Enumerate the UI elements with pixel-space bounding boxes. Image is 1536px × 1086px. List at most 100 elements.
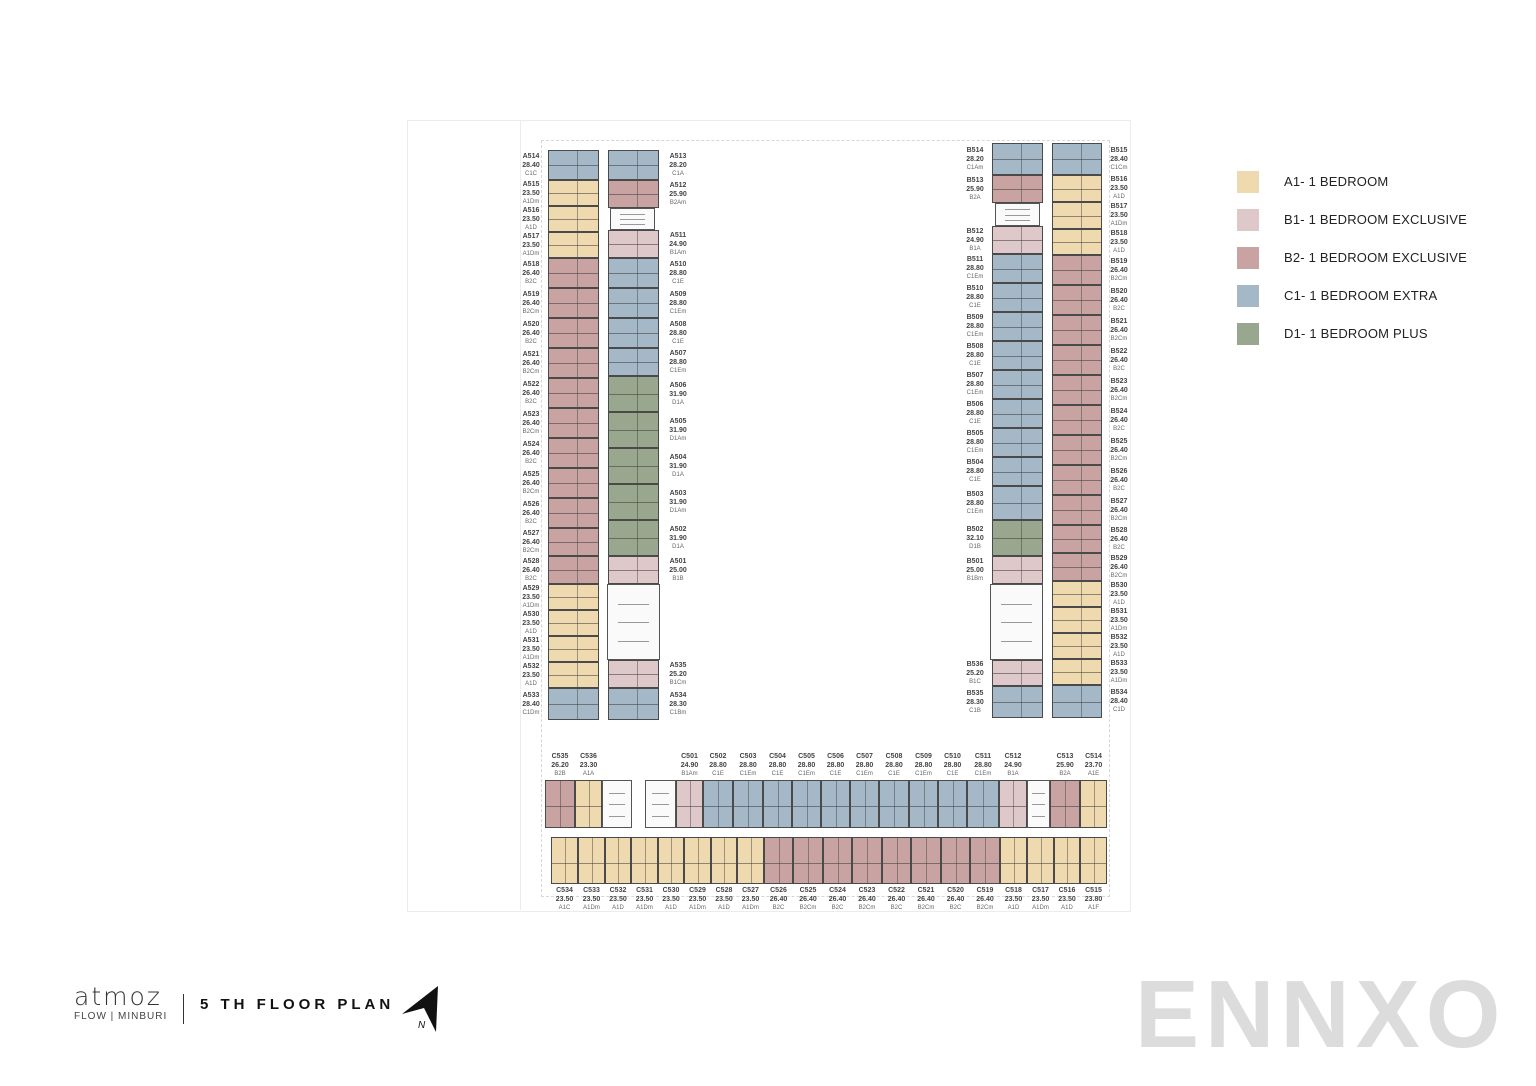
unit-b524[interactable] <box>1052 405 1102 435</box>
unit-c532[interactable] <box>605 837 631 884</box>
unit-b525[interactable] <box>1052 435 1102 465</box>
unit-c519[interactable] <box>970 837 1000 884</box>
unit-a526[interactable] <box>548 498 599 528</box>
unit-a513[interactable] <box>608 150 659 180</box>
unit-a523[interactable] <box>548 408 599 438</box>
unit-b509[interactable] <box>992 312 1043 341</box>
unit-b507[interactable] <box>992 370 1043 399</box>
unit-a503[interactable] <box>608 484 659 520</box>
unit-b518[interactable] <box>1052 229 1102 255</box>
unit-c502[interactable] <box>703 780 733 828</box>
unit-c535[interactable] <box>545 780 575 828</box>
unit-a533[interactable] <box>548 688 599 720</box>
unit-c515[interactable] <box>1080 837 1107 884</box>
unit-a524[interactable] <box>548 438 599 468</box>
unit-a522[interactable] <box>548 378 599 408</box>
unit-b532[interactable] <box>1052 633 1102 659</box>
unit-c514[interactable] <box>1080 780 1107 828</box>
unit-b533[interactable] <box>1052 659 1102 685</box>
unit-b534[interactable] <box>1052 685 1102 718</box>
unit-a528[interactable] <box>548 556 599 584</box>
unit-a509[interactable] <box>608 288 659 318</box>
unit-b511[interactable] <box>992 254 1043 283</box>
unit-b531[interactable] <box>1052 607 1102 633</box>
unit-b530[interactable] <box>1052 581 1102 607</box>
unit-a504[interactable] <box>608 448 659 484</box>
unit-c522[interactable] <box>882 837 911 884</box>
unit-a511[interactable] <box>608 230 659 258</box>
unit-c508[interactable] <box>879 780 909 828</box>
unit-c523[interactable] <box>852 837 882 884</box>
unit-c524[interactable] <box>823 837 852 884</box>
unit-c511[interactable] <box>967 780 999 828</box>
unit-b517[interactable] <box>1052 202 1102 229</box>
unit-c506[interactable] <box>821 780 850 828</box>
unit-b506[interactable] <box>992 399 1043 428</box>
unit-c505[interactable] <box>792 780 821 828</box>
unit-c525[interactable] <box>793 837 823 884</box>
unit-c530[interactable] <box>658 837 684 884</box>
unit-a512[interactable] <box>608 180 659 208</box>
unit-c503[interactable] <box>733 780 763 828</box>
unit-a514[interactable] <box>548 150 599 180</box>
unit-a518[interactable] <box>548 258 599 288</box>
unit-c534[interactable] <box>551 837 578 884</box>
unit-a519[interactable] <box>548 288 599 318</box>
unit-b513[interactable] <box>992 175 1043 203</box>
unit-b520[interactable] <box>1052 285 1102 315</box>
unit-c526[interactable] <box>764 837 793 884</box>
unit-a501[interactable] <box>608 556 659 584</box>
unit-b522[interactable] <box>1052 345 1102 375</box>
unit-c512[interactable] <box>999 780 1027 828</box>
unit-a508[interactable] <box>608 318 659 348</box>
unit-c517[interactable] <box>1027 837 1054 884</box>
unit-c536[interactable] <box>575 780 602 828</box>
unit-a530[interactable] <box>548 610 599 636</box>
unit-b515[interactable] <box>1052 143 1102 175</box>
unit-b502[interactable] <box>992 520 1043 556</box>
unit-b521[interactable] <box>1052 315 1102 345</box>
unit-c504[interactable] <box>763 780 792 828</box>
unit-c533[interactable] <box>578 837 605 884</box>
unit-c516[interactable] <box>1054 837 1080 884</box>
unit-b508[interactable] <box>992 341 1043 370</box>
unit-c510[interactable] <box>938 780 967 828</box>
unit-a517[interactable] <box>548 232 599 258</box>
unit-a534[interactable] <box>608 688 659 720</box>
unit-b514[interactable] <box>992 143 1043 175</box>
unit-a525[interactable] <box>548 468 599 498</box>
unit-c521[interactable] <box>911 837 941 884</box>
unit-a521[interactable] <box>548 348 599 378</box>
unit-a532[interactable] <box>548 662 599 688</box>
unit-a505[interactable] <box>608 412 659 448</box>
unit-c529[interactable] <box>684 837 711 884</box>
unit-a529[interactable] <box>548 584 599 610</box>
unit-a515[interactable] <box>548 180 599 206</box>
unit-a502[interactable] <box>608 520 659 556</box>
unit-b503[interactable] <box>992 486 1043 520</box>
unit-b519[interactable] <box>1052 255 1102 285</box>
unit-b529[interactable] <box>1052 553 1102 581</box>
unit-c518[interactable] <box>1000 837 1027 884</box>
unit-a510[interactable] <box>608 258 659 288</box>
unit-b536[interactable] <box>992 660 1043 686</box>
unit-a507[interactable] <box>608 348 659 376</box>
unit-b527[interactable] <box>1052 495 1102 525</box>
unit-b535[interactable] <box>992 686 1043 718</box>
unit-b501[interactable] <box>992 556 1043 584</box>
unit-a535[interactable] <box>608 660 659 688</box>
unit-b510[interactable] <box>992 283 1043 312</box>
unit-b512[interactable] <box>992 226 1043 254</box>
unit-c531[interactable] <box>631 837 658 884</box>
unit-a516[interactable] <box>548 206 599 232</box>
unit-c509[interactable] <box>909 780 938 828</box>
unit-c501[interactable] <box>676 780 703 828</box>
unit-b523[interactable] <box>1052 375 1102 405</box>
unit-c528[interactable] <box>711 837 737 884</box>
unit-c527[interactable] <box>737 837 764 884</box>
unit-b526[interactable] <box>1052 465 1102 495</box>
unit-b528[interactable] <box>1052 525 1102 553</box>
unit-b505[interactable] <box>992 428 1043 457</box>
unit-b516[interactable] <box>1052 175 1102 202</box>
unit-a506[interactable] <box>608 376 659 412</box>
